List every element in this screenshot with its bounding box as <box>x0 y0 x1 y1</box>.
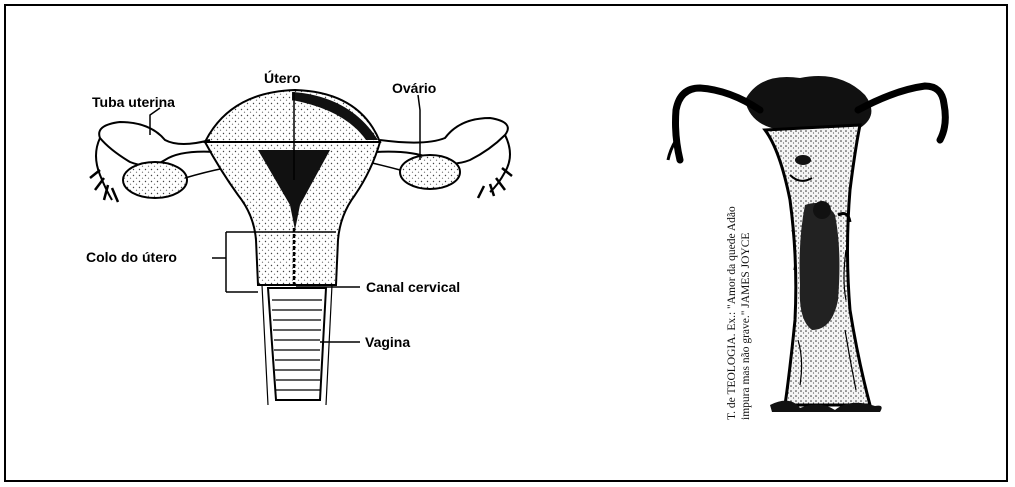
right-ovary <box>400 155 460 189</box>
label-vagina: Vagina <box>365 334 410 350</box>
label-colo-do-utero: Colo do útero <box>86 249 177 265</box>
label-ovario: Ovário <box>392 80 436 96</box>
caption-line-1: T. de TEOLOGIA. Ex.: "Amor da quede Adão <box>725 130 739 420</box>
uterus-tree-caricature <box>668 76 945 412</box>
vagina <box>268 288 326 400</box>
label-tuba-uterina: Tuba uterina <box>92 94 175 110</box>
right-fimbriae <box>478 168 512 198</box>
label-canal-cervical: Canal cervical <box>366 279 460 295</box>
left-fallopian-tube <box>99 122 215 166</box>
left-ovary <box>123 162 187 198</box>
climbing-figure <box>800 203 840 330</box>
tree-caption: T. de TEOLOGIA. Ex.: "Amor da quede Adão… <box>725 130 753 420</box>
uterus-diagram <box>90 90 512 405</box>
caption-line-2: impura mas não grave." JAMES JOYCE <box>739 130 753 420</box>
label-utero: Útero <box>264 70 301 86</box>
